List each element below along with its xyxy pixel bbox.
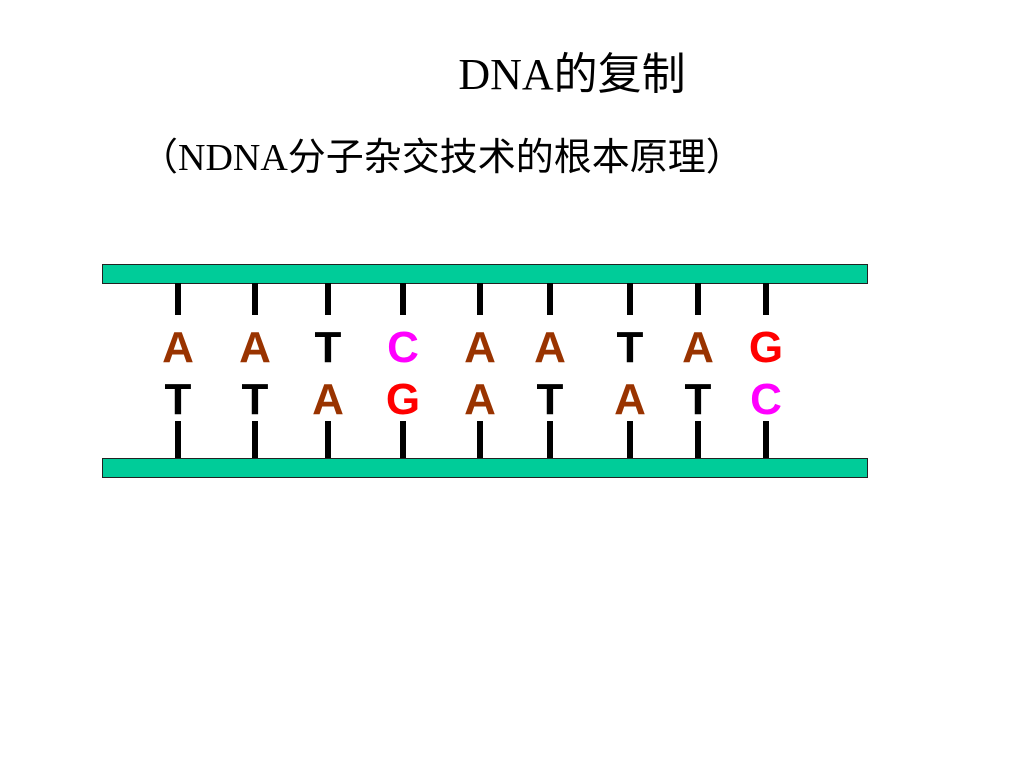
base-lower: T bbox=[536, 375, 564, 424]
dna-top-strand bbox=[102, 264, 868, 284]
hydrogen-bond-tick bbox=[477, 421, 483, 461]
hydrogen-bond-tick bbox=[325, 421, 331, 461]
base-upper: C bbox=[387, 323, 419, 372]
base-upper: G bbox=[748, 323, 784, 372]
hydrogen-bond-tick bbox=[175, 421, 181, 461]
base-upper: A bbox=[534, 323, 566, 372]
base-upper: A bbox=[464, 323, 496, 372]
base-lower: T bbox=[164, 375, 192, 424]
hydrogen-bond-tick bbox=[477, 283, 483, 315]
base-upper: A bbox=[682, 323, 714, 372]
base-lower: C bbox=[750, 375, 782, 424]
dna-bottom-strand bbox=[102, 458, 868, 478]
base-lower: T bbox=[684, 375, 712, 424]
hydrogen-bond-tick bbox=[695, 283, 701, 315]
base-lower: A bbox=[464, 375, 496, 424]
page-subtitle: （NDNA分子杂交技术的根本原理） bbox=[140, 137, 744, 179]
page-title: DNA的复制 bbox=[458, 50, 686, 99]
hydrogen-bond-tick bbox=[627, 283, 633, 315]
base-lower: G bbox=[385, 375, 421, 424]
hydrogen-bond-tick bbox=[400, 283, 406, 315]
hydrogen-bond-tick bbox=[325, 283, 331, 315]
base-upper: A bbox=[162, 323, 194, 372]
hydrogen-bond-tick bbox=[400, 421, 406, 461]
hydrogen-bond-tick bbox=[252, 283, 258, 315]
hydrogen-bond-tick bbox=[547, 421, 553, 461]
base-lower: A bbox=[312, 375, 344, 424]
base-lower: T bbox=[241, 375, 269, 424]
base-lower: A bbox=[614, 375, 646, 424]
base-upper: T bbox=[314, 323, 342, 372]
hydrogen-bond-tick bbox=[763, 283, 769, 315]
hydrogen-bond-tick bbox=[175, 283, 181, 315]
hydrogen-bond-tick bbox=[547, 283, 553, 315]
hydrogen-bond-tick bbox=[627, 421, 633, 461]
base-upper: A bbox=[239, 323, 271, 372]
hydrogen-bond-tick bbox=[252, 421, 258, 461]
hydrogen-bond-tick bbox=[695, 421, 701, 461]
base-upper: T bbox=[616, 323, 644, 372]
hydrogen-bond-tick bbox=[763, 421, 769, 461]
